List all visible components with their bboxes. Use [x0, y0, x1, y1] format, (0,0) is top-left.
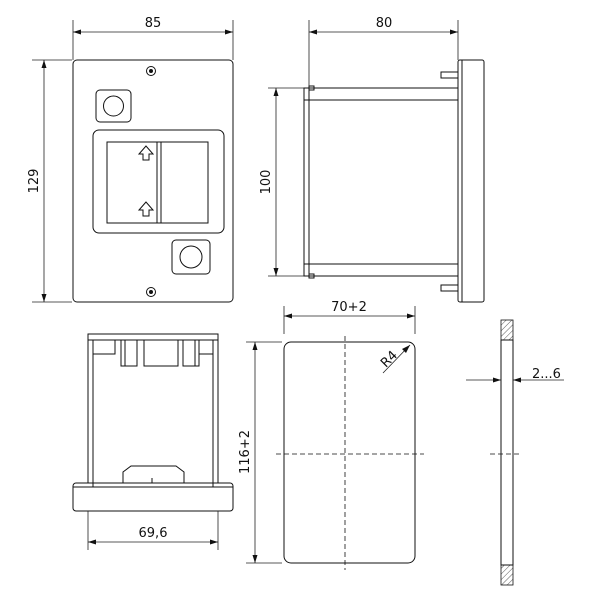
bottom-clip [440, 284, 459, 292]
panel-section: 2...6 [466, 319, 564, 586]
bottom-screw [146, 287, 156, 297]
front-plate-edge [457, 59, 485, 303]
front-height-label: 129 [27, 169, 42, 194]
top-screw [146, 66, 156, 76]
dimension-side-height: 100 [259, 87, 304, 277]
dimension-cutout-height: 116+2 [238, 341, 282, 564]
front-plate [72, 59, 234, 303]
front-view: 85 129 [27, 16, 234, 303]
front-width-label: 85 [145, 16, 162, 31]
dimension-cutout-width: 70+2 [283, 300, 416, 334]
cutout-outline [283, 341, 416, 564]
arrow-up-icon [137, 145, 155, 161]
cutout-width-label: 70+2 [331, 300, 367, 315]
side-height-label: 100 [259, 170, 274, 195]
housing-body [303, 87, 459, 277]
dimension-front-width: 85 [72, 16, 234, 60]
bottom-view: 69,6 [72, 333, 234, 550]
stop-button [95, 89, 132, 123]
cutout-height-label: 116+2 [238, 430, 253, 474]
start-button [171, 239, 211, 275]
dimension-bottom-width: 69,6 [87, 511, 219, 550]
arrow-up-icon [137, 201, 155, 217]
dimension-panel-thickness: 2...6 [466, 367, 564, 383]
indicator-window [92, 129, 225, 234]
panel-bottom-hatch [500, 564, 514, 586]
dimension-front-height: 129 [27, 59, 72, 303]
front-plate-bottom [72, 482, 234, 512]
top-clip [440, 71, 459, 79]
side-view: 80 100 [259, 16, 485, 303]
panel-cutout: 70+2 116+2 R4 [238, 300, 424, 570]
terminal-block [122, 465, 185, 483]
dimension-side-depth: 80 [308, 16, 459, 88]
panel-thickness-label: 2...6 [532, 367, 561, 382]
panel-top-hatch [500, 319, 514, 341]
bottom-width-label: 69,6 [139, 526, 168, 541]
side-depth-label: 80 [376, 16, 393, 31]
